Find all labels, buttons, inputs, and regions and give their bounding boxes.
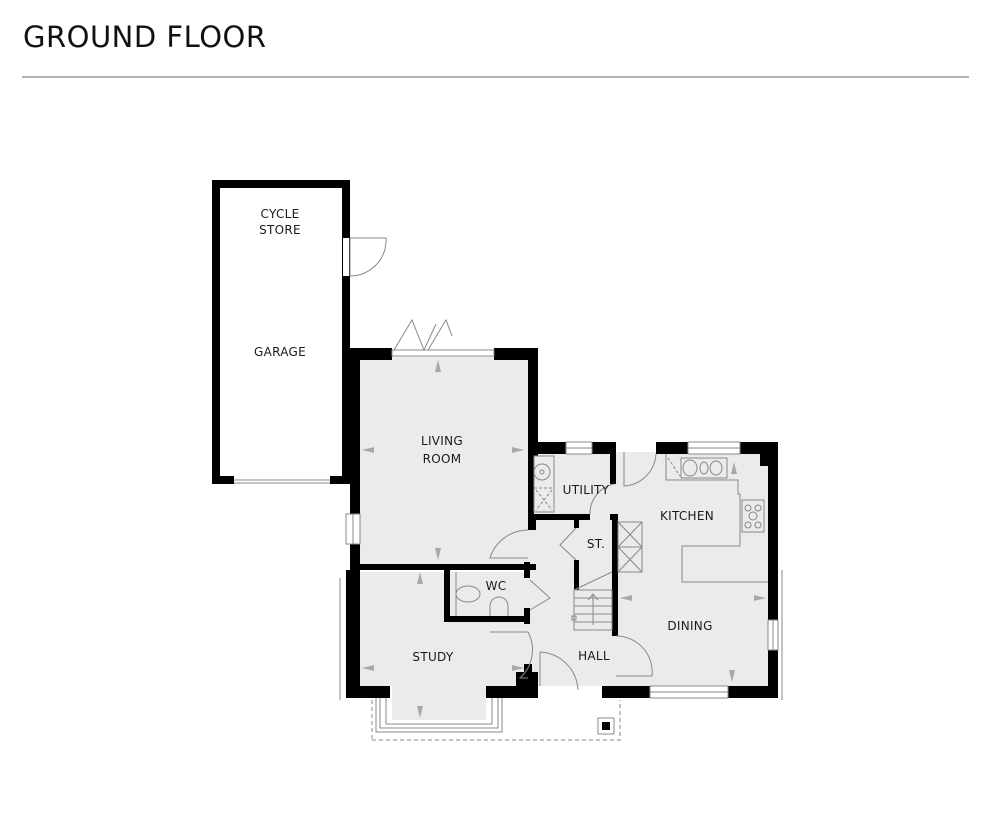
page-title: GROUND FLOOR — [23, 20, 267, 54]
floor-fills — [358, 357, 770, 720]
utility-fixtures — [533, 455, 555, 513]
windows — [339, 318, 783, 741]
walls — [346, 348, 778, 698]
room-label-hall: HALL — [578, 649, 610, 663]
room-label-kitchen: KITCHEN — [660, 509, 714, 523]
room-label-cycle-store-1: CYCLE — [261, 207, 300, 221]
room-label-study: STUDY — [412, 650, 454, 664]
doors — [489, 452, 657, 691]
cupboard — [617, 521, 643, 573]
room-label-wc: WC — [486, 579, 507, 593]
room-label-living-2: ROOM — [423, 452, 462, 466]
title-divider — [22, 76, 969, 78]
room-label-living-1: LIVING — [421, 434, 463, 448]
staircase — [571, 571, 613, 631]
meter-box-icon — [597, 717, 615, 735]
garage — [212, 180, 387, 484]
wc-fixtures — [455, 572, 509, 616]
room-label-utility: UTILITY — [563, 483, 610, 497]
room-label-store: ST. — [587, 537, 605, 551]
room-labels: CYCLE STORE GARAGE LIVING ROOM UTILITY K… — [254, 207, 714, 664]
room-label-dining: DINING — [667, 619, 712, 633]
dimension-arrows — [362, 360, 766, 718]
kitchen-fixtures — [665, 454, 768, 583]
room-label-garage: GARAGE — [254, 345, 306, 359]
room-label-cycle-store-2: STORE — [259, 223, 301, 237]
